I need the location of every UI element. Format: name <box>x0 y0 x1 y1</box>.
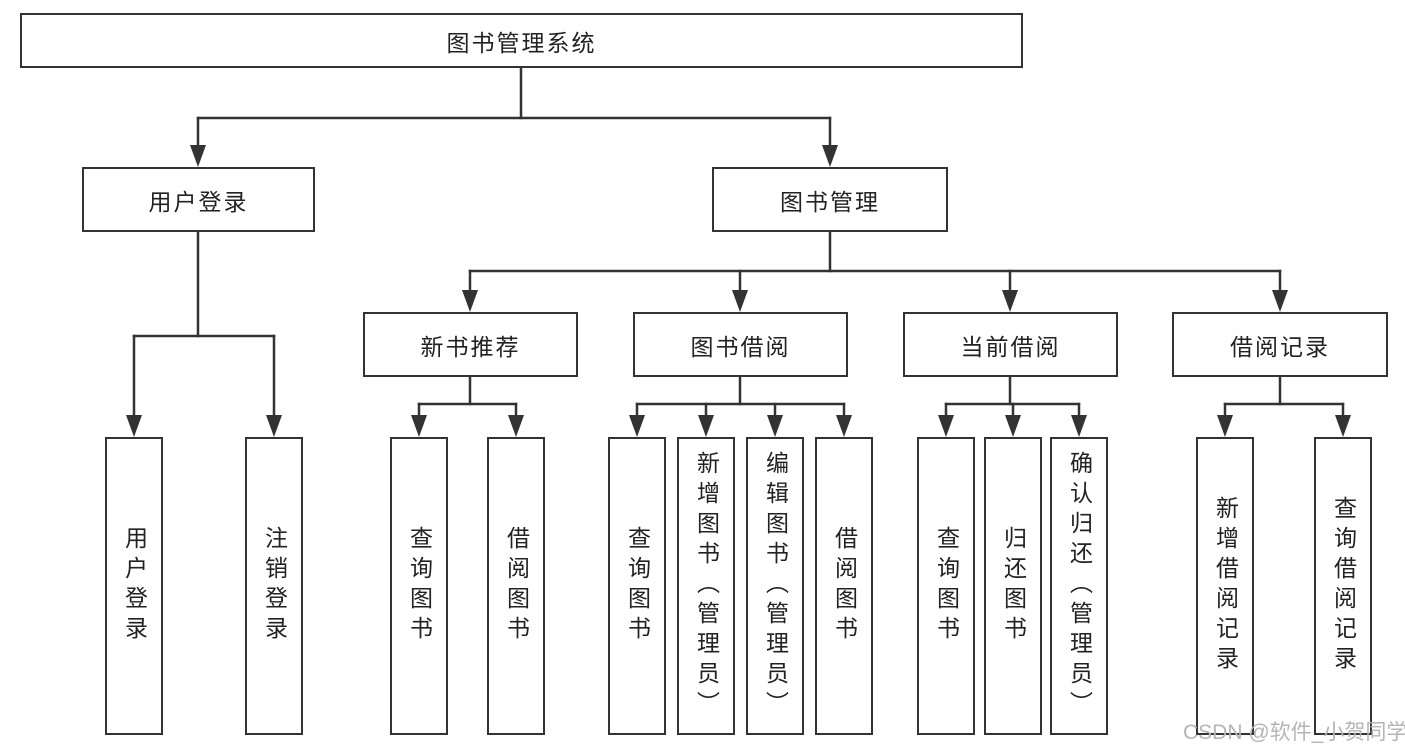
node-borrow-records: 借阅记录 <box>1172 312 1388 377</box>
node-label: 新书推荐 <box>420 333 521 360</box>
node-label: 借阅图书 <box>831 526 858 646</box>
node-book-management: 图书管理 <box>712 167 948 232</box>
node-label: 图书管理系统 <box>446 29 597 56</box>
leaf-add-books-admin: 新增图书（管理员） <box>677 437 735 735</box>
node-label: 图书管理 <box>780 188 880 215</box>
leaf-search-books-recommend: 查询图书 <box>390 437 448 735</box>
node-label: 借阅图书 <box>503 526 530 646</box>
node-label: 查询图书 <box>933 526 960 646</box>
node-label: 借阅记录 <box>1230 333 1330 360</box>
node-label: 归还图书 <box>1000 526 1027 646</box>
node-new-book-recommend: 新书推荐 <box>363 312 578 377</box>
node-root: 图书管理系统 <box>20 13 1023 68</box>
node-current-borrowing: 当前借阅 <box>903 312 1118 377</box>
node-label: 新增借阅记录 <box>1212 496 1239 676</box>
leaf-search-borrow-record: 查询借阅记录 <box>1314 437 1372 735</box>
leaf-user-login: 用户登录 <box>105 437 163 735</box>
node-book-borrowing: 图书借阅 <box>633 312 848 377</box>
node-label: 用户登录 <box>148 188 249 215</box>
node-label: 查询借阅记录 <box>1330 496 1357 676</box>
leaf-logout: 注销登录 <box>245 437 303 735</box>
node-label: 用户登录 <box>121 526 148 646</box>
leaf-borrow-books-recommend: 借阅图书 <box>487 437 545 735</box>
node-label: 编辑图书（管理员） <box>762 451 789 721</box>
node-label: 查询图书 <box>406 526 433 646</box>
node-label: 当前借阅 <box>960 333 1061 360</box>
leaf-search-books-current: 查询图书 <box>917 437 975 735</box>
leaf-confirm-return-admin: 确认归还（管理员） <box>1050 437 1108 735</box>
node-user-login: 用户登录 <box>82 167 315 232</box>
watermark: CSDN @软件_小贺同学 <box>1183 721 1405 744</box>
leaf-add-borrow-record: 新增借阅记录 <box>1196 437 1254 735</box>
leaf-search-books-borrowing: 查询图书 <box>608 437 666 735</box>
node-label: 图书借阅 <box>690 333 791 360</box>
node-label: 新增图书（管理员） <box>693 451 720 721</box>
node-label: 确认归还（管理员） <box>1066 451 1093 721</box>
leaf-return-books: 归还图书 <box>984 437 1042 735</box>
leaf-edit-books-admin: 编辑图书（管理员） <box>746 437 804 735</box>
leaf-borrow-books: 借阅图书 <box>815 437 873 735</box>
node-label: 注销登录 <box>261 526 288 646</box>
node-label: 查询图书 <box>624 526 651 646</box>
